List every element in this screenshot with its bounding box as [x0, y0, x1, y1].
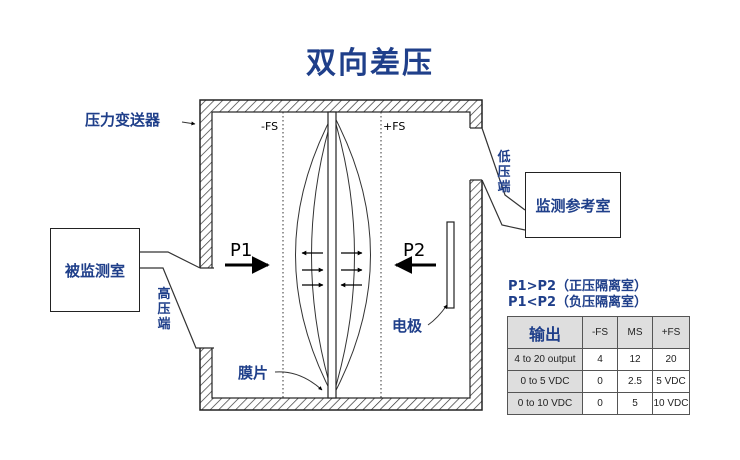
- table-header-cell: 输出: [507, 316, 583, 349]
- condition-negative: P1<P2（负压隔离室）: [508, 295, 648, 310]
- table-cell: 20: [652, 348, 690, 371]
- table-row: 0 to 10 VDC 0 5 10 VDC: [507, 392, 690, 415]
- table-cell: 0: [582, 392, 618, 415]
- monitored-chamber-label: 被监测室: [64, 261, 125, 280]
- table-header-row: 输出 -FS MS +FS: [507, 316, 690, 349]
- housing: [199, 99, 483, 411]
- high-pressure-label: 高压端: [157, 287, 171, 332]
- force-arrows: [301, 250, 363, 288]
- monitored-chamber-box: 被监测室: [50, 228, 140, 312]
- table-cell: 4: [582, 348, 618, 371]
- table-cell: 5 VDC: [652, 370, 690, 393]
- diaphragm-curves: [295, 113, 371, 397]
- output-table: 输出 -FS MS +FS 4 to 20 output 4 12 20 0 t…: [507, 316, 690, 415]
- table-cell: 0: [582, 370, 618, 393]
- low-pressure-port: [468, 127, 526, 231]
- high-pressure-port: [140, 251, 214, 349]
- low-pressure-label: 低压端: [497, 150, 511, 195]
- table-cell: 12: [617, 348, 653, 371]
- table-cell: 4 to 20 output: [507, 348, 583, 371]
- leader-lines: [181, 121, 448, 391]
- table-row: 0 to 5 VDC 0 2.5 5 VDC: [507, 370, 690, 393]
- p2-label: P2: [403, 240, 426, 261]
- table-row: 4 to 20 output 4 12 20: [507, 348, 690, 371]
- table-cell: 5: [617, 392, 653, 415]
- reference-chamber-box: 监测参考室: [525, 172, 621, 238]
- table-cell: 0 to 10 VDC: [507, 392, 583, 415]
- table-header-cell: +FS: [652, 316, 690, 349]
- condition-positive: P1>P2（正压隔离室）: [508, 279, 648, 294]
- table-cell: 0 to 5 VDC: [507, 370, 583, 393]
- diaphragm-label: 膜片: [238, 364, 269, 382]
- table-header-cell: MS: [617, 316, 653, 349]
- table-header-cell: -FS: [582, 316, 618, 349]
- transmitter-label: 压力变送器: [85, 111, 161, 129]
- reference-chamber-label: 监测参考室: [535, 196, 611, 215]
- neg-fs-label: -FS: [261, 120, 279, 133]
- electrode-label: 电极: [392, 317, 423, 335]
- diaphragm: [327, 111, 337, 399]
- condition-lines: P1>P2（正压隔离室） P1<P2（负压隔离室）: [508, 279, 647, 311]
- table-cell: 2.5: [617, 370, 653, 393]
- diagram-title: 双向差压: [306, 46, 434, 81]
- table-cell: 10 VDC: [652, 392, 690, 415]
- pos-fs-label: +FS: [383, 120, 406, 133]
- electrode-plate: [446, 221, 455, 309]
- p1-label: P1: [230, 240, 253, 261]
